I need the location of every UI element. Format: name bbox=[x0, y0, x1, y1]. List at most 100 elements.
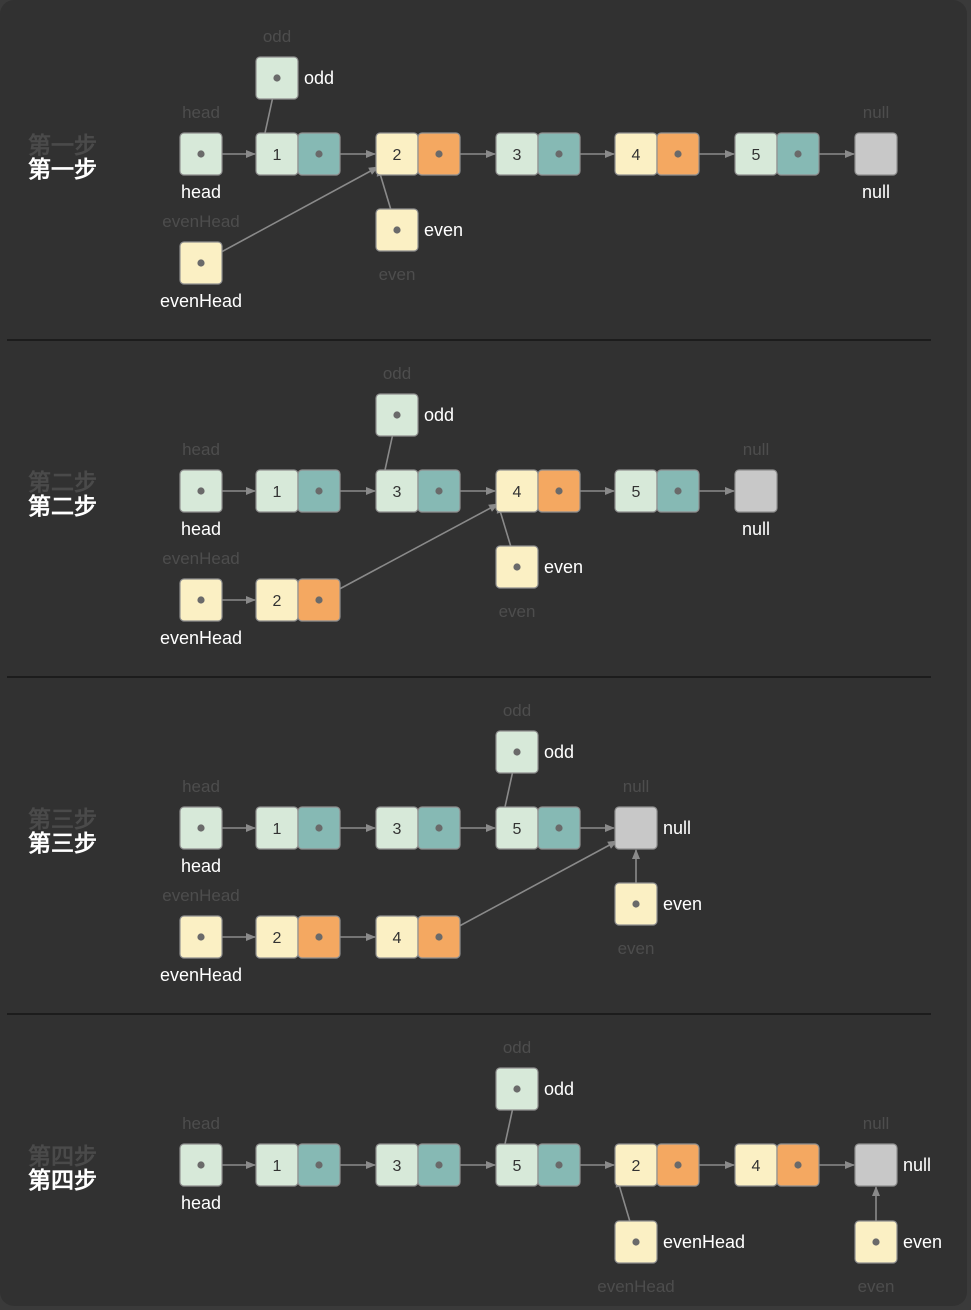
pointer-label-shadow: evenHead bbox=[597, 1277, 675, 1296]
node-value: 4 bbox=[752, 1158, 761, 1175]
next-pointer-dot bbox=[794, 150, 802, 158]
next-pointer-dot bbox=[555, 487, 563, 495]
node-value: 4 bbox=[632, 147, 641, 164]
pointer-box: head head bbox=[179, 777, 223, 876]
node-value: 4 bbox=[393, 930, 402, 947]
pointer-dot bbox=[197, 487, 205, 495]
next-pointer-dot bbox=[435, 487, 443, 495]
pointer-dot bbox=[197, 150, 205, 158]
node-value: 5 bbox=[513, 1158, 522, 1175]
step-label: 第一步 bbox=[28, 156, 97, 183]
list-node: 4 bbox=[734, 1143, 820, 1187]
pointer-label-shadow: head bbox=[182, 1114, 220, 1133]
node-value: 3 bbox=[393, 484, 402, 501]
pointer-dot bbox=[197, 596, 205, 604]
pointer-label: evenHead bbox=[663, 1232, 745, 1252]
next-pointer-dot bbox=[555, 824, 563, 832]
pointer-label: evenHead bbox=[160, 628, 242, 648]
pointer-label: null bbox=[663, 818, 691, 838]
step-label: 第四步 bbox=[28, 1167, 97, 1194]
pointer-label: even bbox=[663, 894, 702, 914]
pointer-label-shadow: odd bbox=[503, 1038, 531, 1057]
next-pointer-dot bbox=[315, 487, 323, 495]
null-box bbox=[854, 132, 898, 176]
next-pointer-dot bbox=[435, 150, 443, 158]
step-label-shadow: 第二步 bbox=[28, 469, 97, 496]
pointer-dot bbox=[197, 933, 205, 941]
list-node: 3 bbox=[375, 806, 461, 850]
next-pointer-dot bbox=[315, 150, 323, 158]
pointer-dot bbox=[872, 1238, 880, 1246]
pointer-label: null bbox=[903, 1155, 931, 1175]
node-value: 5 bbox=[752, 147, 761, 164]
next-pointer-dot bbox=[315, 933, 323, 941]
next-pointer-dot bbox=[315, 824, 323, 832]
step-label-shadow: 第四步 bbox=[28, 1143, 97, 1170]
pointer-label-shadow: odd bbox=[263, 27, 291, 46]
pointer-dot bbox=[513, 563, 521, 571]
node-value: 5 bbox=[513, 821, 522, 838]
step-label-shadow: 第一步 bbox=[28, 132, 97, 159]
pointer-label-shadow: head bbox=[182, 777, 220, 796]
pointer-dot bbox=[197, 824, 205, 832]
next-pointer-dot bbox=[555, 1161, 563, 1169]
pointer-label-shadow: odd bbox=[383, 364, 411, 383]
pointer-dot bbox=[632, 1238, 640, 1246]
pointer-label: head bbox=[181, 182, 221, 202]
pointer-label-shadow: even bbox=[379, 265, 416, 284]
next-pointer-dot bbox=[794, 1161, 802, 1169]
node-value: 1 bbox=[273, 147, 282, 164]
list-node: 5 bbox=[614, 469, 700, 513]
pointer-label: head bbox=[181, 1193, 221, 1213]
next-pointer-dot bbox=[674, 1161, 682, 1169]
next-pointer-dot bbox=[555, 150, 563, 158]
null-box bbox=[734, 469, 778, 513]
next-pointer-dot bbox=[315, 1161, 323, 1169]
link-arrow bbox=[200, 166, 379, 264]
pointer-label: odd bbox=[544, 1079, 574, 1099]
list-node: 3 bbox=[375, 469, 461, 513]
pointer-label-shadow: null bbox=[863, 1114, 889, 1133]
node-value: 3 bbox=[393, 821, 402, 838]
pointer-dot bbox=[513, 1085, 521, 1093]
next-pointer-dot bbox=[435, 824, 443, 832]
node-value: 5 bbox=[632, 484, 641, 501]
pointer-label: even bbox=[903, 1232, 942, 1252]
pointer-dot bbox=[513, 748, 521, 756]
pointer-dot bbox=[393, 411, 401, 419]
node-value: 1 bbox=[273, 821, 282, 838]
next-pointer-dot bbox=[435, 933, 443, 941]
link-arrow bbox=[318, 503, 499, 601]
node-value: 2 bbox=[273, 930, 282, 947]
pointer-label: head bbox=[181, 519, 221, 539]
pointer-box: evenHead evenHead bbox=[597, 1220, 745, 1296]
pointer-dot bbox=[197, 1161, 205, 1169]
pointer-label-shadow: even bbox=[499, 602, 536, 621]
pointer-label: head bbox=[181, 856, 221, 876]
list-node: 5 bbox=[734, 132, 820, 176]
list-node: 2 bbox=[614, 1143, 700, 1187]
list-node: 1 bbox=[255, 1143, 341, 1187]
node-value: 4 bbox=[513, 484, 522, 501]
pointer-label: odd bbox=[544, 742, 574, 762]
pointer-box: odd odd bbox=[495, 1038, 574, 1111]
pointer-label: even bbox=[424, 220, 463, 240]
list-node: 4 bbox=[375, 915, 461, 959]
list-node: 1 bbox=[255, 469, 341, 513]
node-value: 2 bbox=[393, 147, 402, 164]
pointer-box: head head bbox=[179, 1114, 223, 1213]
node-value: 1 bbox=[273, 1158, 282, 1175]
next-pointer-dot bbox=[674, 487, 682, 495]
